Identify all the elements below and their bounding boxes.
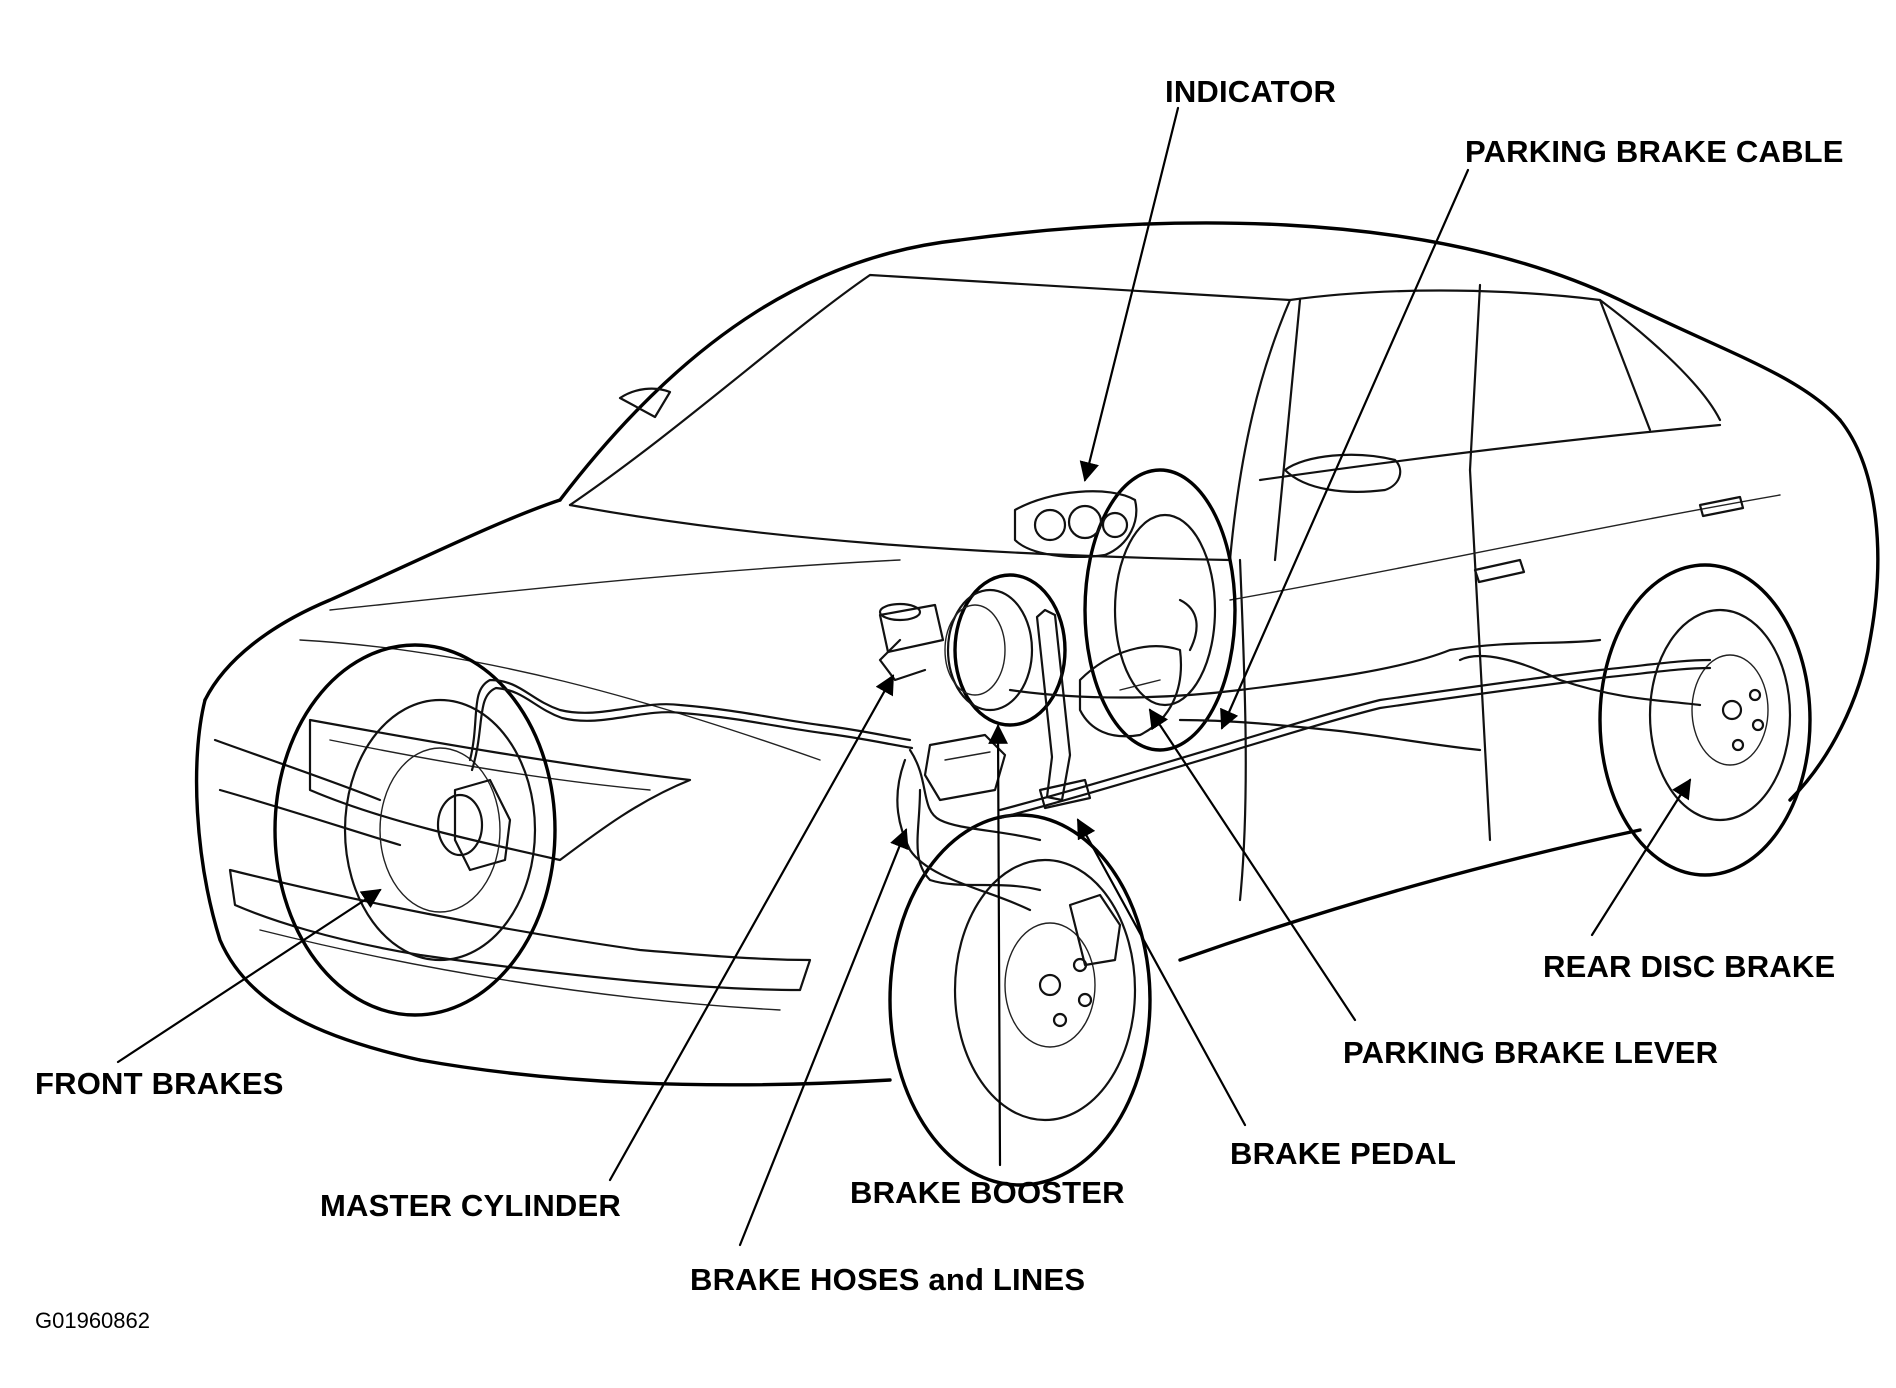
- leader-master-cylinder: [608, 674, 895, 1182]
- label-parking-brake-lever: PARKING BRAKE LEVER: [1343, 1035, 1719, 1070]
- label-rear-disc-brake: REAR DISC BRAKE: [1543, 949, 1836, 984]
- label-front-brakes: FRONT BRAKES: [35, 1066, 284, 1101]
- label-parking-brake-cable: PARKING BRAKE CABLE: [1465, 134, 1844, 169]
- front-caliper: [453, 778, 512, 872]
- label-brake-pedal: BRAKE PEDAL: [1230, 1136, 1457, 1171]
- brake-lines: [468, 598, 1712, 912]
- rear-left-wheel: [1083, 468, 1237, 752]
- leader-indicator: [1079, 106, 1180, 482]
- right-front-caliper: [1068, 893, 1122, 967]
- label-indicator: INDICATOR: [1165, 74, 1337, 109]
- label-brake-booster: BRAKE BOOSTER: [850, 1175, 1125, 1210]
- brake-booster: [944, 573, 1067, 727]
- front-right-wheel: [888, 813, 1152, 1187]
- parking-brake-lever: [1078, 645, 1182, 738]
- leader-parking-brake-lever: [1148, 708, 1357, 1022]
- leader-front-brakes: [116, 888, 382, 1064]
- rear-right-wheel: [1598, 563, 1812, 877]
- car-body: [194, 221, 1880, 1087]
- front-left-wheel: [273, 643, 557, 1017]
- leader-parking-brake-cable: [1220, 168, 1470, 730]
- leader-brake-booster: [988, 724, 1008, 1167]
- master-cylinder: [878, 602, 945, 682]
- leader-brake-hoses-and-lines: [738, 828, 909, 1247]
- label-brake-hoses-and-lines: BRAKE HOSES and LINES: [690, 1262, 1086, 1297]
- abs-modulator: [923, 733, 1007, 802]
- leader-rear-disc-brake: [1590, 778, 1692, 937]
- indicator-cluster: [1013, 490, 1138, 558]
- leader-brake-pedal: [1076, 818, 1247, 1127]
- figure-code: G01960862: [35, 1308, 150, 1333]
- label-master-cylinder: MASTER CYLINDER: [320, 1188, 621, 1223]
- brake-pedal: [1035, 608, 1092, 810]
- leader-lines: [116, 106, 1692, 1247]
